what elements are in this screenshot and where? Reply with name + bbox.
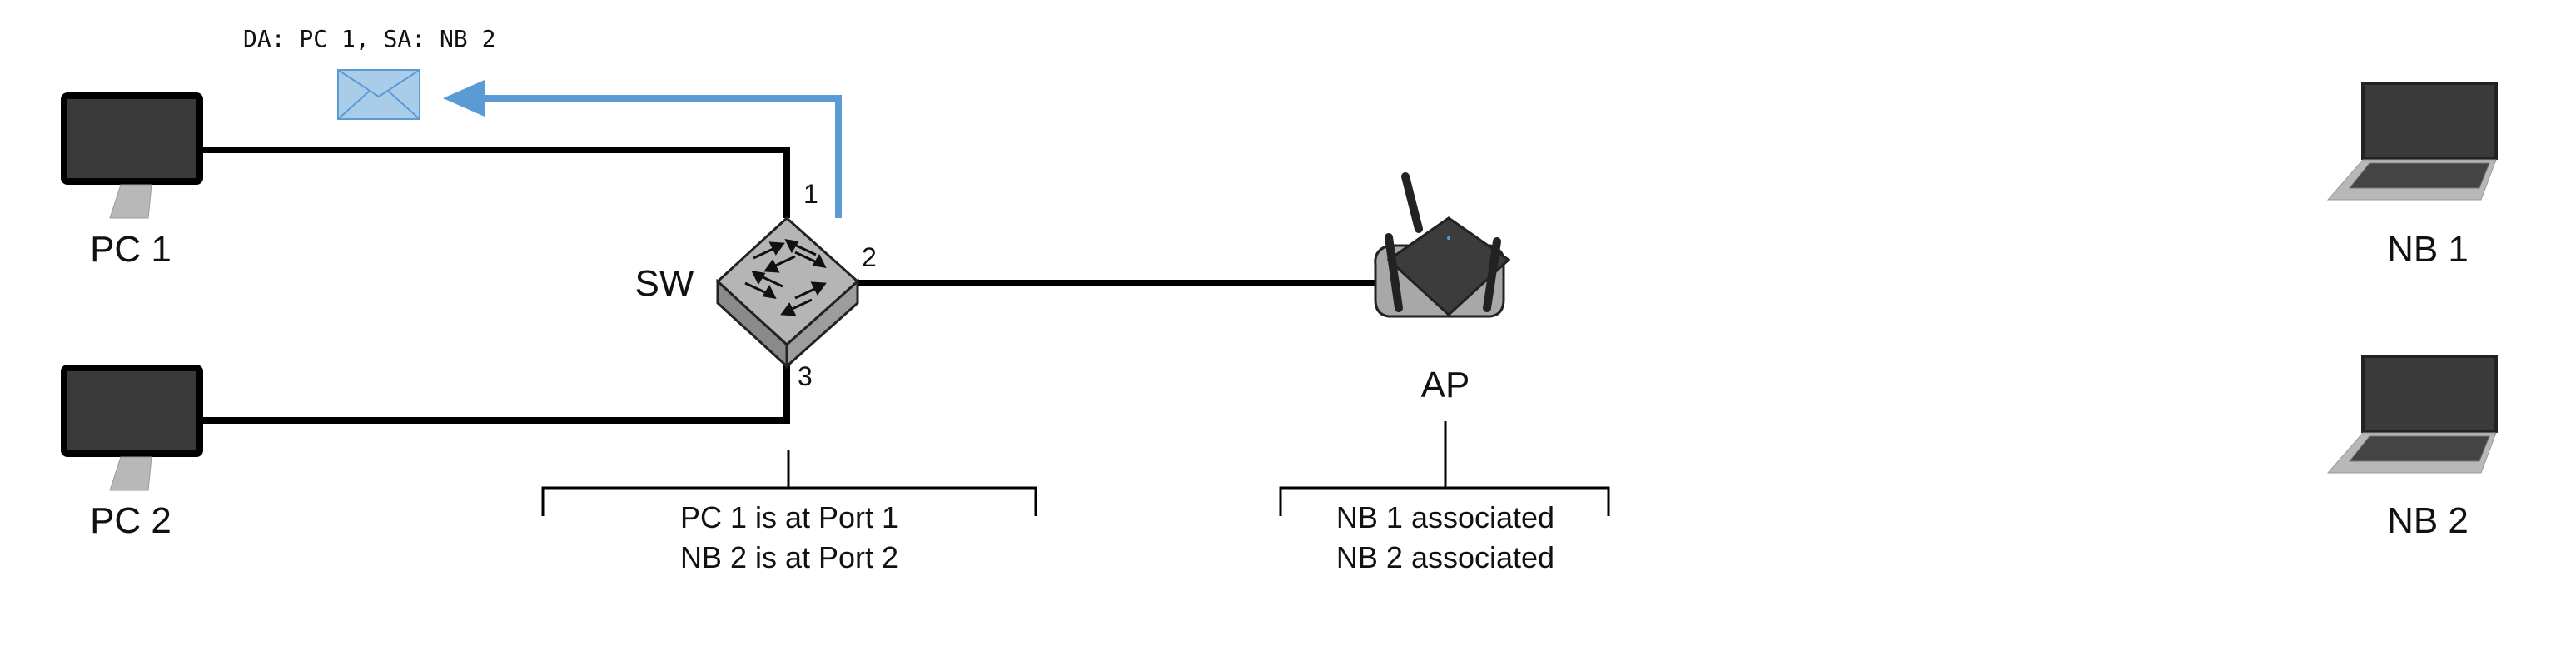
ap-table-row-1: NB 1 associated — [1336, 500, 1554, 534]
ap-label: AP — [1421, 365, 1470, 405]
nb1-laptop-icon — [2326, 82, 2498, 201]
switch-label: SW — [635, 263, 694, 304]
pc2-monitor-icon — [61, 365, 203, 491]
link-pc1-sw — [198, 147, 790, 218]
access-point-icon — [1374, 172, 1511, 318]
pc1-monitor-icon — [61, 92, 203, 219]
frame-arrowhead — [443, 80, 485, 117]
frame-path-arrow — [466, 95, 842, 218]
switch-icon — [715, 216, 860, 370]
ap-table-bracket — [1279, 421, 1610, 516]
pc1-label: PC 1 — [90, 229, 172, 270]
port-1-label: 1 — [803, 179, 818, 209]
link-pc2-sw — [198, 345, 790, 424]
nb2-laptop-icon — [2326, 355, 2498, 474]
nb2-label: NB 2 — [2387, 500, 2469, 541]
switch-table-row-1: PC 1 is at Port 1 — [680, 500, 898, 534]
ap-table-row-2: NB 2 associated — [1336, 540, 1554, 574]
switch-table-row-2: NB 2 is at Port 2 — [680, 540, 898, 574]
frame-envelope-icon — [337, 69, 420, 120]
switch-table-bracket — [541, 450, 1037, 516]
port-3-label: 3 — [798, 361, 813, 391]
nb1-label: NB 1 — [2387, 229, 2469, 270]
port-2-label: 2 — [862, 242, 877, 272]
pc2-label: PC 2 — [90, 500, 172, 541]
frame-header: DA: PC 1, SA: NB 2 — [243, 25, 495, 52]
